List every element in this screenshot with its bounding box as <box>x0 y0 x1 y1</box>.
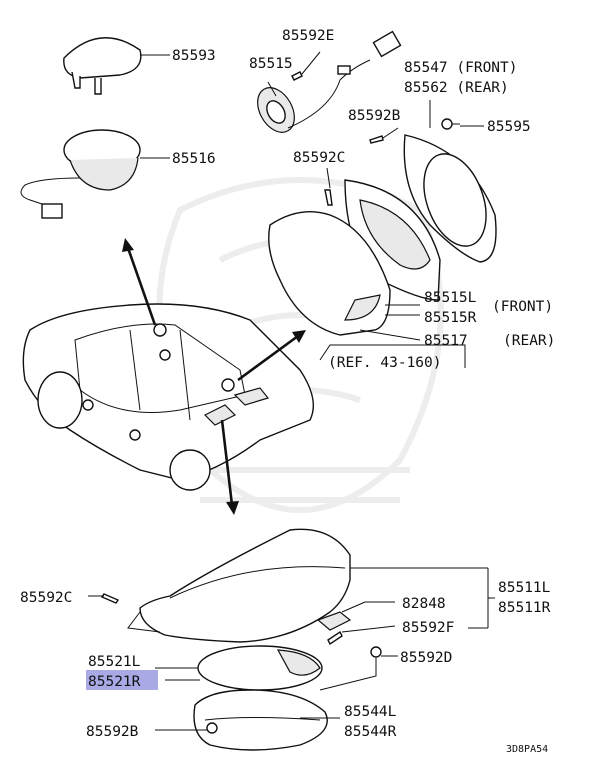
arrow-down-to-rear-speaker <box>220 419 239 515</box>
diagram-code: 3D8PA54 <box>506 744 548 755</box>
label-85592D[interactable]: 85592D <box>400 650 452 666</box>
screw-85592C-top[interactable] <box>324 189 333 206</box>
part-85511-cover[interactable] <box>127 528 351 643</box>
screw-85592E[interactable] <box>291 71 303 81</box>
label-85592B-top[interactable]: 85592B <box>348 108 401 124</box>
label-85521R[interactable]: 85521R <box>88 674 141 690</box>
label-85593[interactable]: 85593 <box>172 48 216 64</box>
label-85516[interactable]: 85516 <box>172 151 216 167</box>
label-85592E[interactable]: 85592E <box>282 28 334 44</box>
label-85511L[interactable]: 85511L <box>498 580 551 596</box>
label-front-2: (FRONT) <box>492 299 553 315</box>
label-85521L[interactable]: 85521L <box>88 654 141 670</box>
label-85562[interactable]: 85562 (REAR) <box>404 80 509 96</box>
screw-85592C-bottom[interactable] <box>100 593 120 604</box>
part-85515L-speaker[interactable] <box>344 179 441 301</box>
screw-85592B-top[interactable] <box>369 135 384 144</box>
label-85592B-bottom[interactable]: 85592B <box>86 724 139 740</box>
screw-85592D[interactable] <box>370 646 382 658</box>
label-rear-2: (REAR) <box>503 333 555 349</box>
screw-85592F[interactable] <box>327 630 343 646</box>
arrow-up-to-tweeter <box>122 238 157 326</box>
label-85515L[interactable]: 85515L <box>424 290 477 306</box>
label-85515R[interactable]: 85515R <box>424 310 477 326</box>
label-85511R[interactable]: 85511R <box>498 600 551 616</box>
part-85544-enclosure[interactable] <box>193 689 328 751</box>
label-85544L[interactable]: 85544L <box>344 704 397 720</box>
label-ref-43-160[interactable]: (REF. 43-160) <box>328 355 442 371</box>
arrow-to-speaker <box>237 330 306 382</box>
label-85592C-top[interactable]: 85592C <box>293 150 345 166</box>
part-85593-cover[interactable] <box>63 37 142 95</box>
vehicle-body <box>22 303 314 491</box>
label-82848[interactable]: 82848 <box>402 596 446 612</box>
screw-85595[interactable] <box>441 118 460 130</box>
part-85547-bracket[interactable] <box>403 134 497 263</box>
part-85521-speaker[interactable] <box>197 645 323 709</box>
label-85544R[interactable]: 85544R <box>344 724 397 740</box>
highlight-85521R <box>86 670 158 690</box>
label-85592F[interactable]: 85592F <box>402 620 454 636</box>
part-85516-tweeter[interactable] <box>20 129 141 219</box>
label-85515[interactable]: 85515 <box>249 56 293 72</box>
part-85515-tweeter[interactable] <box>250 30 402 139</box>
label-85595[interactable]: 85595 <box>487 119 531 135</box>
label-85547[interactable]: 85547 (FRONT) <box>404 60 518 76</box>
part-82848-clip[interactable] <box>316 611 352 631</box>
label-85592C-bottom[interactable]: 85592C <box>20 590 72 606</box>
label-85517[interactable]: 85517 <box>424 333 468 349</box>
